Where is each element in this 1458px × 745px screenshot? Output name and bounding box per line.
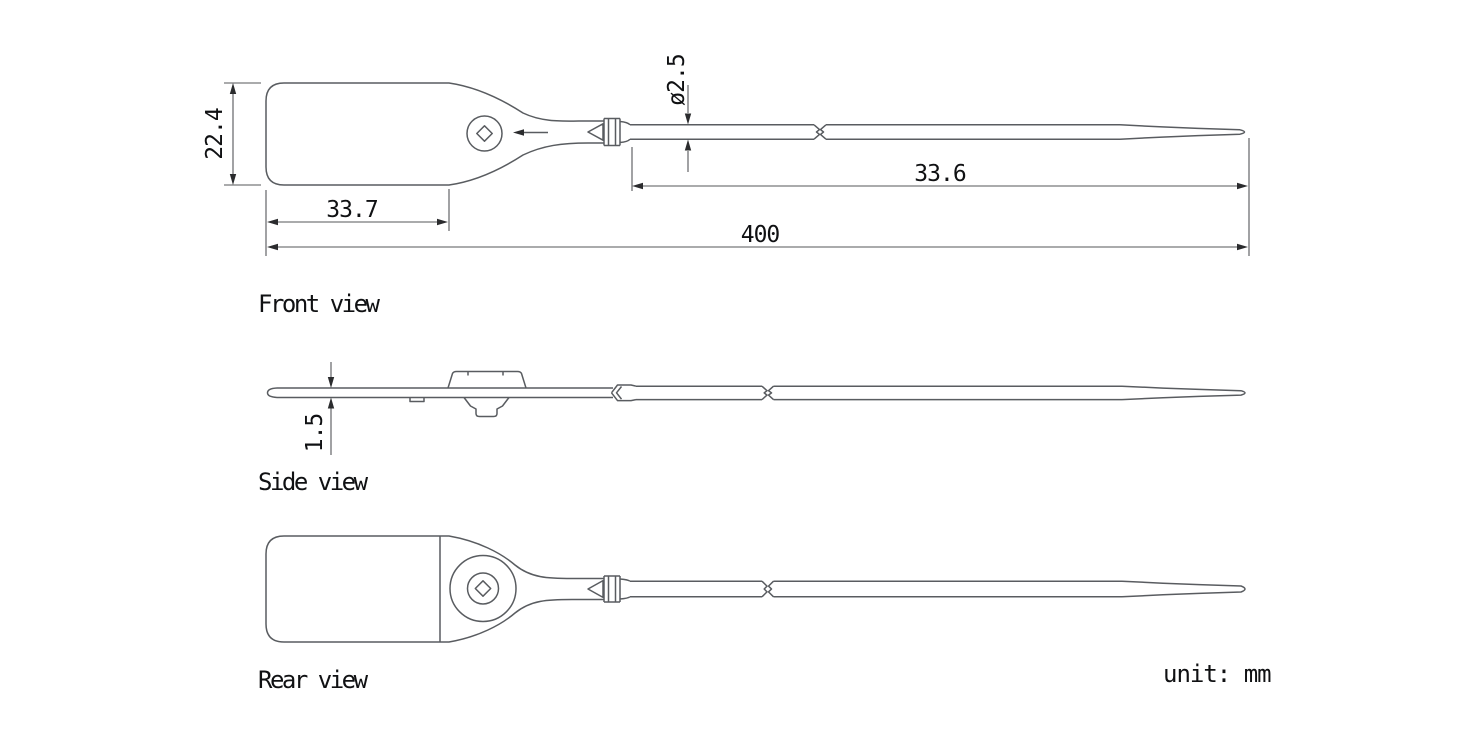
- rear-latch-triangle: [587, 579, 604, 599]
- front-lock-collar: [603, 117, 631, 147]
- dim-total-length: 400: [741, 222, 780, 248]
- rear-lock-housing-inner: [466, 572, 500, 605]
- dim-arrowheads-side: [327, 377, 335, 409]
- front-view-label: Front view: [258, 290, 381, 318]
- rear-view-label: Rear view: [258, 666, 369, 694]
- dim-arrowheads-front: [229, 83, 1249, 251]
- side-view: [266, 370, 1246, 418]
- front-view: [265, 82, 1246, 186]
- dim-thickness: 1.5: [302, 414, 328, 453]
- side-view-label: Side view: [258, 468, 369, 496]
- side-latch-bulge: [610, 384, 637, 402]
- side-lock-bump: [447, 370, 527, 389]
- side-funnel: [463, 397, 510, 418]
- side-strip: [266, 387, 613, 403]
- rear-strap: [630, 580, 1246, 598]
- front-dimensions: 22.4 33.7 400 33.6 ø2.5: [202, 54, 1250, 256]
- rear-tag-outline: [265, 535, 604, 643]
- side-dimensions: 1.5: [302, 362, 335, 455]
- dim-strap-free-length: 33.6: [914, 161, 966, 187]
- rear-lock-diamond: [474, 580, 492, 597]
- front-lock-diamond: [476, 125, 493, 142]
- rear-lock-collar: [603, 575, 631, 603]
- insert-direction-arrow-head: [513, 129, 524, 136]
- front-tag-outline: [265, 82, 604, 186]
- front-lock-hole: [466, 115, 503, 152]
- front-strap: [630, 124, 1246, 140]
- rear-lock-housing-outer: [449, 554, 517, 623]
- side-strap: [636, 385, 1246, 401]
- rear-view: [265, 535, 1246, 643]
- front-latch-triangle: [587, 123, 604, 141]
- dim-lines-front: [224, 82, 1250, 256]
- unit-note: unit: mm: [1163, 660, 1271, 688]
- dim-tag-length: 33.7: [326, 197, 378, 223]
- dim-front-height: 22.4: [202, 108, 228, 160]
- dim-strap-diameter: ø2.5: [664, 54, 690, 105]
